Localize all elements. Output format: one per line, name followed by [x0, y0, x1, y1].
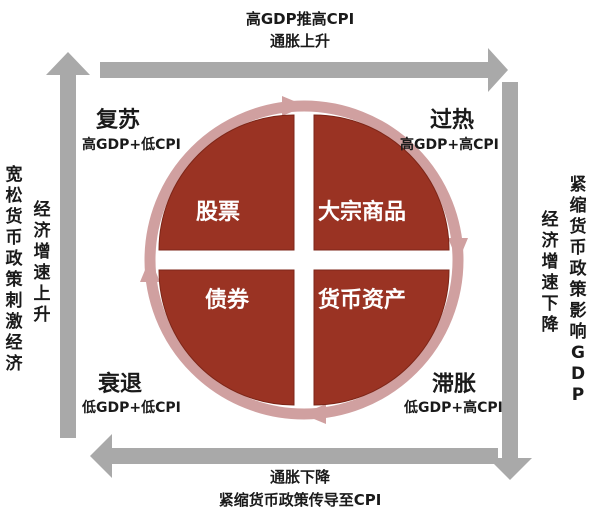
ring-arc-bottom-left: [144, 259, 305, 420]
phase-overheat-name: 过热: [430, 108, 475, 133]
left-outer-text: 宽松货币政策刺激经济: [5, 165, 23, 374]
phase-stagflation-cond: 低GDP+高CPI: [404, 400, 503, 416]
ring-arc-top-right: [303, 100, 464, 261]
quadrant-recession: [158, 269, 295, 406]
quadrant-stagflation: [313, 269, 450, 406]
bottom-arrow: [90, 434, 498, 478]
bottom-line1: 通胀下降: [269, 468, 330, 486]
right-arrow: [488, 82, 532, 480]
ring-arrowhead-bottom-left: [140, 258, 160, 282]
left-inner-text: 经济增速上升: [33, 200, 51, 325]
phase-overheat-cond: 高GDP+高CPI: [400, 137, 499, 153]
asset-cash: 货币资产: [318, 288, 407, 313]
asset-commodities: 大宗商品: [318, 200, 407, 225]
right-outer-text: 紧缩货币政策影响GDP: [569, 175, 587, 405]
phase-recession-name: 衰退: [98, 372, 143, 397]
right-inner-text: 经济增速下降: [541, 210, 559, 335]
top-line1: 高GDP推高CPI: [245, 10, 355, 28]
left-arrow: [46, 52, 90, 438]
phase-stagflation-name: 滞胀: [432, 372, 477, 397]
ring-arrowhead-top-left: [282, 96, 306, 116]
bottom-line2: 紧缩货币政策传导至CPI: [218, 491, 382, 509]
phase-recovery-cond: 高GDP+低CPI: [82, 137, 181, 153]
phase-recovery-name: 复苏: [96, 108, 141, 133]
ring-arrowhead-bottom-right: [302, 404, 326, 424]
top-line2: 通胀上升: [269, 32, 330, 50]
ring-arc-top-left: [144, 100, 305, 261]
top-arrow: [100, 48, 508, 92]
quadrant-overheat: [313, 114, 450, 251]
asset-bonds: 债券: [205, 288, 250, 313]
quadrant-recovery: [158, 114, 295, 251]
ring-arc-bottom-right: [303, 259, 464, 420]
phase-recession-cond: 低GDP+低CPI: [82, 400, 181, 416]
asset-stocks: 股票: [196, 200, 241, 225]
ring-arrowhead-top-right: [448, 238, 468, 262]
